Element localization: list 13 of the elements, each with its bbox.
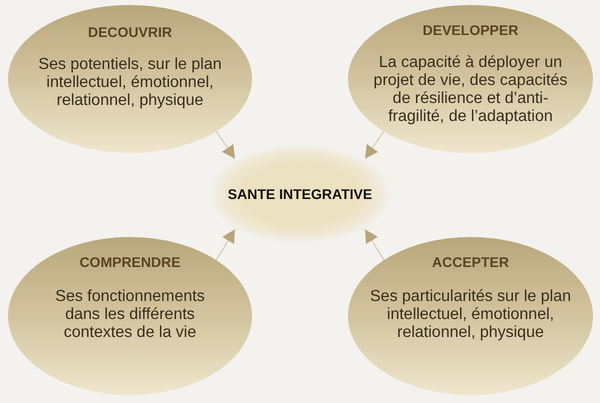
connector-arrow bbox=[216, 130, 236, 160]
ellipse-heading: DEVELOPPER bbox=[422, 21, 518, 39]
connector-arrow bbox=[364, 130, 384, 160]
ellipse-description: Ses potentiels, sur le plan intellectuel, émotionnel, relationnel, physique bbox=[37, 56, 223, 110]
connector-arrow bbox=[364, 228, 384, 261]
ellipse-heading: ACCEPTER bbox=[432, 253, 509, 271]
ellipse-heading: COMPRENDRE bbox=[79, 253, 181, 271]
ellipse-description: Ses particularités sur le plan intellectuel, émotionnel, relationnel, physique bbox=[369, 288, 572, 342]
ellipse-description: La capacité à déployer un projet de vie, des capacités de résilience et d’anti-fragilité, de l’adaptation bbox=[372, 54, 568, 126]
ellipse-description: Ses fonctionnements dans les différents contextes de la vie bbox=[54, 288, 206, 342]
ellipse-heading: DECOUVRIR bbox=[88, 23, 172, 41]
central-label: SANTE INTEGRATIVE bbox=[228, 185, 372, 203]
connector-arrow bbox=[216, 228, 236, 261]
